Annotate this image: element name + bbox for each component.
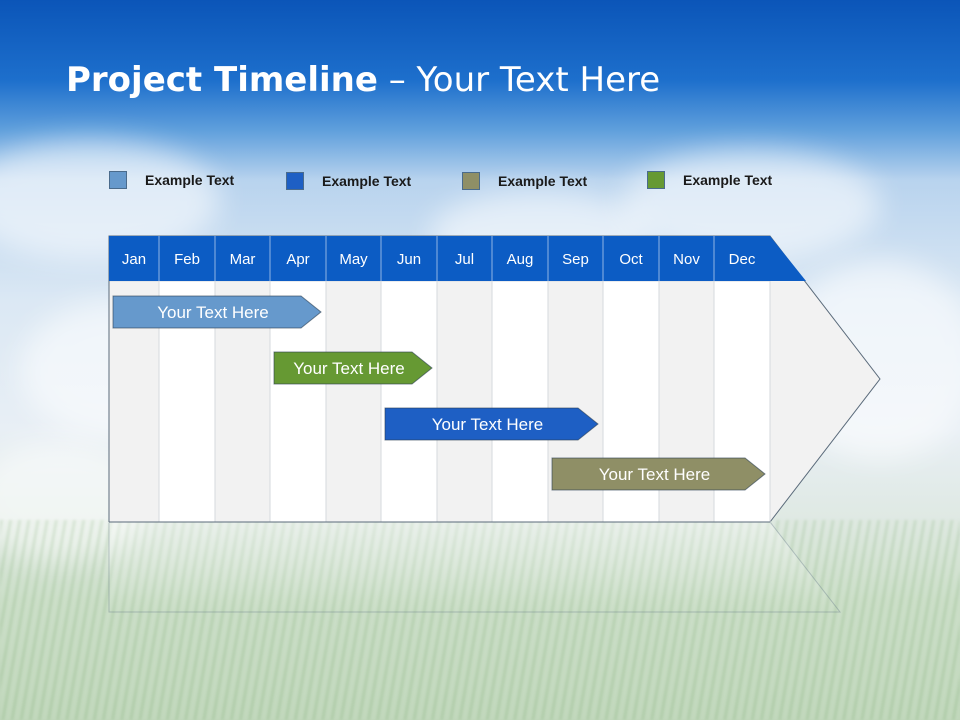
legend-swatch <box>462 172 480 190</box>
legend-item: Example Text <box>462 172 587 190</box>
legend-item: Example Text <box>286 172 411 190</box>
month-label: Aug <box>507 251 534 268</box>
legend-label: Example Text <box>322 173 412 189</box>
month-label: Jun <box>397 251 421 268</box>
month-header-band <box>109 236 806 281</box>
legend-item: Example Text <box>109 171 234 189</box>
task-bar <box>273 351 433 385</box>
legend-label: Example Text <box>498 173 588 189</box>
month-label: Dec <box>729 251 756 268</box>
legend-label: Example Text <box>145 172 235 188</box>
task-label: Your Text Here <box>293 359 405 378</box>
reflection-shape <box>108 521 842 613</box>
month-header: Jan Feb Mar Apr May Jun Jul Aug Sep Oct Nov Dec <box>109 236 806 281</box>
month-label: Jan <box>122 251 146 268</box>
page-title: Project Timeline – Your Text Here <box>66 60 660 100</box>
legend-swatch <box>286 172 304 190</box>
legend-label: Example Text <box>683 172 773 188</box>
timeline-reflection <box>108 521 842 613</box>
month-column <box>325 280 382 523</box>
month-label: Feb <box>174 251 200 268</box>
legend-swatch <box>109 171 127 189</box>
legend-item: Example Text <box>647 171 772 189</box>
month-label: Sep <box>562 251 589 268</box>
month-column <box>491 280 549 523</box>
month-label: Nov <box>673 251 700 268</box>
task-label: Your Text Here <box>157 303 269 322</box>
month-label: Apr <box>286 251 309 268</box>
month-label: Oct <box>619 251 643 268</box>
month-label: Jul <box>455 251 474 268</box>
month-label: May <box>339 251 368 268</box>
task-label: Your Text Here <box>432 415 544 434</box>
task-bar <box>551 457 766 491</box>
task-bar <box>384 407 599 441</box>
title-bold: Project Timeline <box>66 60 378 100</box>
title-rest: – Your Text Here <box>377 60 661 100</box>
legend-swatch <box>647 171 665 189</box>
month-column <box>380 280 438 523</box>
month-column <box>436 280 493 523</box>
task-label: Your Text Here <box>599 465 711 484</box>
task-bar <box>112 295 322 329</box>
month-label: Mar <box>230 251 256 268</box>
